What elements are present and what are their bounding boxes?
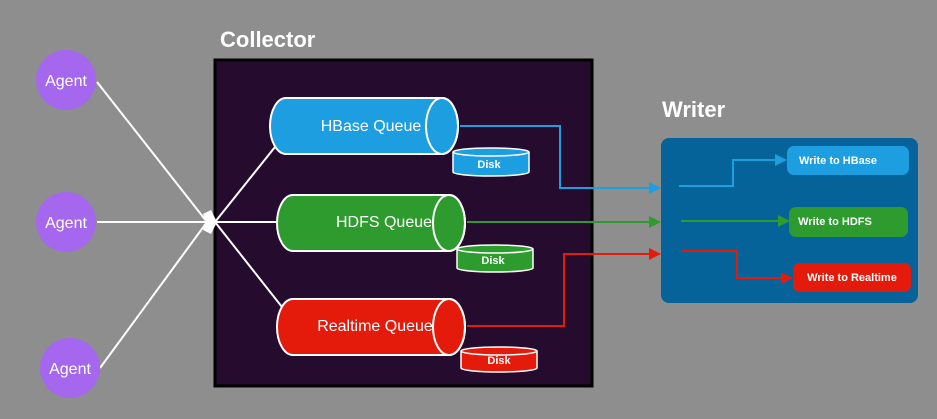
writer-connector-hbase — [679, 154, 787, 187]
connector-realtime — [467, 248, 661, 327]
queue-hbase: HBase Queue — [269, 97, 459, 155]
disk-hdfs: Disk — [456, 244, 534, 273]
queue-realtime: Realtime Queue — [276, 298, 466, 356]
agent-node-1: Agent — [36, 50, 96, 110]
writer-output-realtime: Write to Realtime — [793, 263, 911, 292]
agent-line-3 — [99, 221, 208, 369]
disk-hbase: Disk — [452, 147, 530, 177]
writer-output-hdfs: Write to HDFS — [789, 207, 908, 237]
agent-node-2: Agent — [36, 192, 96, 252]
collector-title: Collector — [220, 27, 316, 52]
agent-node-3: Agent — [40, 338, 100, 398]
connector-hbase — [460, 125, 661, 194]
disk-realtime: Disk — [460, 346, 538, 373]
writer-title: Writer — [662, 97, 726, 122]
writer-connector-realtime — [681, 250, 793, 284]
writer-output-hbase: Write to HBase — [787, 146, 909, 175]
junction-node — [203, 210, 217, 234]
queue-hdfs: HDFS Queue — [276, 194, 466, 252]
agent-line-1 — [96, 81, 208, 223]
